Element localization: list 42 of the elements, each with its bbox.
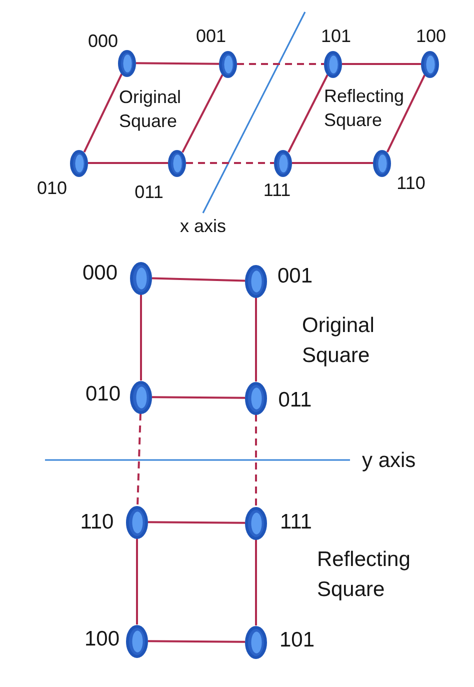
region-label: Reflecting Square bbox=[317, 547, 410, 603]
vertex-label: 011 bbox=[278, 390, 312, 410]
connector-line bbox=[136, 62, 220, 65]
connector-line bbox=[288, 74, 328, 153]
vertex-label: 010 bbox=[85, 384, 121, 404]
connector-line bbox=[140, 294, 142, 380]
connector-line bbox=[386, 74, 426, 153]
connector-line bbox=[148, 521, 246, 524]
vertex-label: 100 bbox=[416, 27, 446, 45]
vertex-label: 100 bbox=[84, 628, 120, 650]
connector-line bbox=[152, 396, 246, 399]
axis-label: x axis bbox=[180, 215, 226, 237]
vertex-label: 011 bbox=[134, 183, 164, 201]
vertex-label: 010 bbox=[36, 179, 68, 197]
connector-line bbox=[342, 63, 421, 65]
vertex-label: 001 bbox=[196, 27, 226, 45]
dashed-connector bbox=[136, 413, 142, 506]
vertex-label: 101 bbox=[320, 27, 352, 45]
dashed-connector bbox=[237, 63, 324, 65]
connector-line bbox=[152, 277, 246, 282]
vertex-label: 000 bbox=[82, 262, 118, 284]
axis-label: y axis bbox=[362, 449, 416, 473]
connector-line bbox=[292, 162, 373, 164]
dashed-connector bbox=[255, 414, 257, 506]
connector-line bbox=[136, 538, 138, 624]
vertex-label: 110 bbox=[80, 512, 114, 532]
vertex-label: 000 bbox=[88, 32, 118, 50]
connector-line bbox=[182, 74, 224, 153]
connector-line bbox=[255, 540, 257, 626]
connector-line bbox=[83, 74, 123, 152]
vertex-label: 110 bbox=[396, 174, 426, 192]
connector-line bbox=[148, 640, 246, 643]
vertex-label: 001 bbox=[277, 266, 313, 286]
region-label: Reflecting Square bbox=[324, 85, 404, 132]
connector-line bbox=[255, 298, 257, 382]
vertex-label: 111 bbox=[280, 512, 312, 532]
region-label: Original Square bbox=[119, 86, 182, 133]
region-label: Original Square bbox=[302, 313, 374, 369]
connector-line bbox=[88, 162, 168, 164]
vertex-label: 101 bbox=[279, 630, 315, 650]
dashed-connector bbox=[186, 162, 274, 164]
vertex-label: 111 bbox=[263, 181, 291, 199]
